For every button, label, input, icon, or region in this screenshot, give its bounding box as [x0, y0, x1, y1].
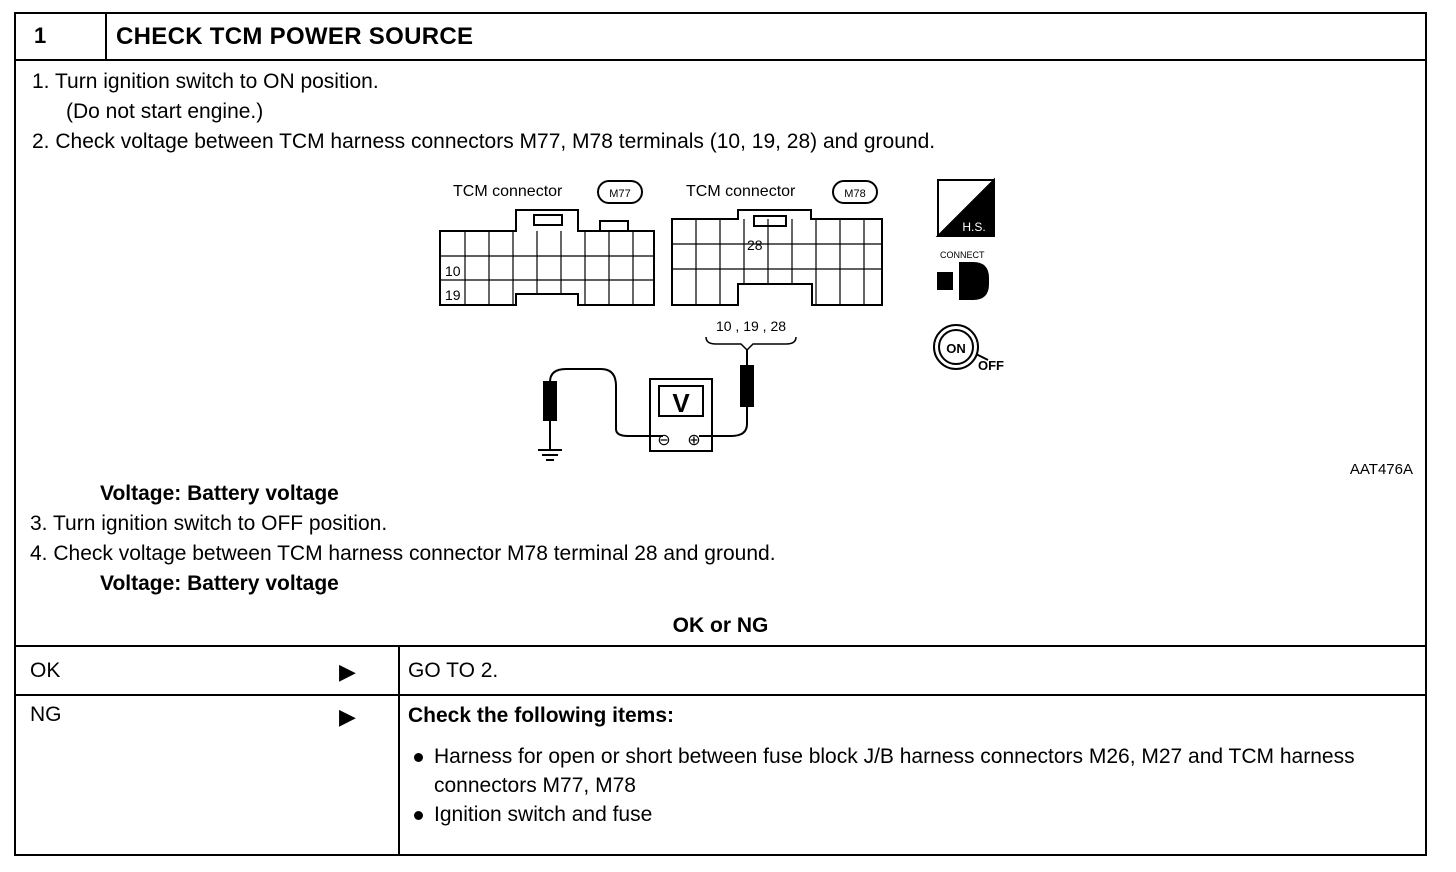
step-title: CHECK TCM POWER SOURCE — [116, 23, 474, 50]
terminal-19: 19 — [445, 287, 461, 303]
connector-m77-id: M77 — [609, 188, 630, 200]
ng-check-list: Harness for open or short between fuse b… — [408, 742, 1408, 829]
voltage-spec-1: Voltage: Battery voltage — [100, 482, 339, 505]
connector-m78-label: TCM connector — [686, 183, 796, 200]
voltmeter-positive: ⊕ — [687, 432, 700, 449]
ng-label: NG — [30, 703, 62, 726]
procedure-frame: 1 CHECK TCM POWER SOURCE 1. Turn ignitio… — [14, 12, 1427, 856]
ignition-off-label: OFF — [978, 358, 1004, 373]
divider — [16, 645, 1425, 647]
connect-icon-label: CONNECT — [940, 250, 985, 260]
ng-arrow-icon: ▶ — [339, 704, 356, 729]
result-heading: OK or NG — [672, 614, 769, 637]
terminal-28: 28 — [747, 237, 763, 253]
voltmeter-negative: ⊖ — [657, 432, 670, 449]
step-number: 1 — [16, 14, 107, 59]
connector-m77-label: TCM connector — [453, 183, 563, 200]
ok-action: GO TO 2. — [408, 659, 499, 682]
ok-arrow-icon: ▶ — [339, 659, 356, 684]
column-divider — [398, 645, 400, 856]
instruction-1-note: (Do not start engine.) — [66, 100, 264, 123]
list-item: Ignition switch and fuse — [408, 800, 1408, 829]
terminal-10: 10 — [445, 263, 461, 279]
divider — [16, 694, 1425, 696]
voltmeter-symbol: V — [672, 388, 690, 418]
connector-diagram: TCM connector M77 TCM connector M78 10 1… — [439, 177, 1413, 478]
instruction-2: 2. Check voltage between TCM harness con… — [32, 130, 936, 153]
ignition-on-label: ON — [946, 341, 966, 356]
instruction-1: 1. Turn ignition switch to ON position. — [32, 70, 379, 93]
list-item: Harness for open or short between fuse b… — [408, 742, 1408, 800]
probe-terminals-label: 10 , 19 , 28 — [716, 318, 786, 334]
instruction-3: 3. Turn ignition switch to OFF position. — [30, 512, 388, 535]
ok-label: OK — [30, 659, 61, 682]
step-header: 1 CHECK TCM POWER SOURCE — [16, 14, 1425, 61]
hs-icon-label: H.S. — [962, 220, 985, 234]
figure-id: AAT476A — [1350, 461, 1413, 478]
ng-heading: Check the following items: — [408, 704, 675, 727]
instruction-4: 4. Check voltage between TCM harness con… — [30, 542, 776, 565]
connector-m78-id: M78 — [844, 188, 865, 200]
voltage-spec-2: Voltage: Battery voltage — [100, 572, 339, 595]
